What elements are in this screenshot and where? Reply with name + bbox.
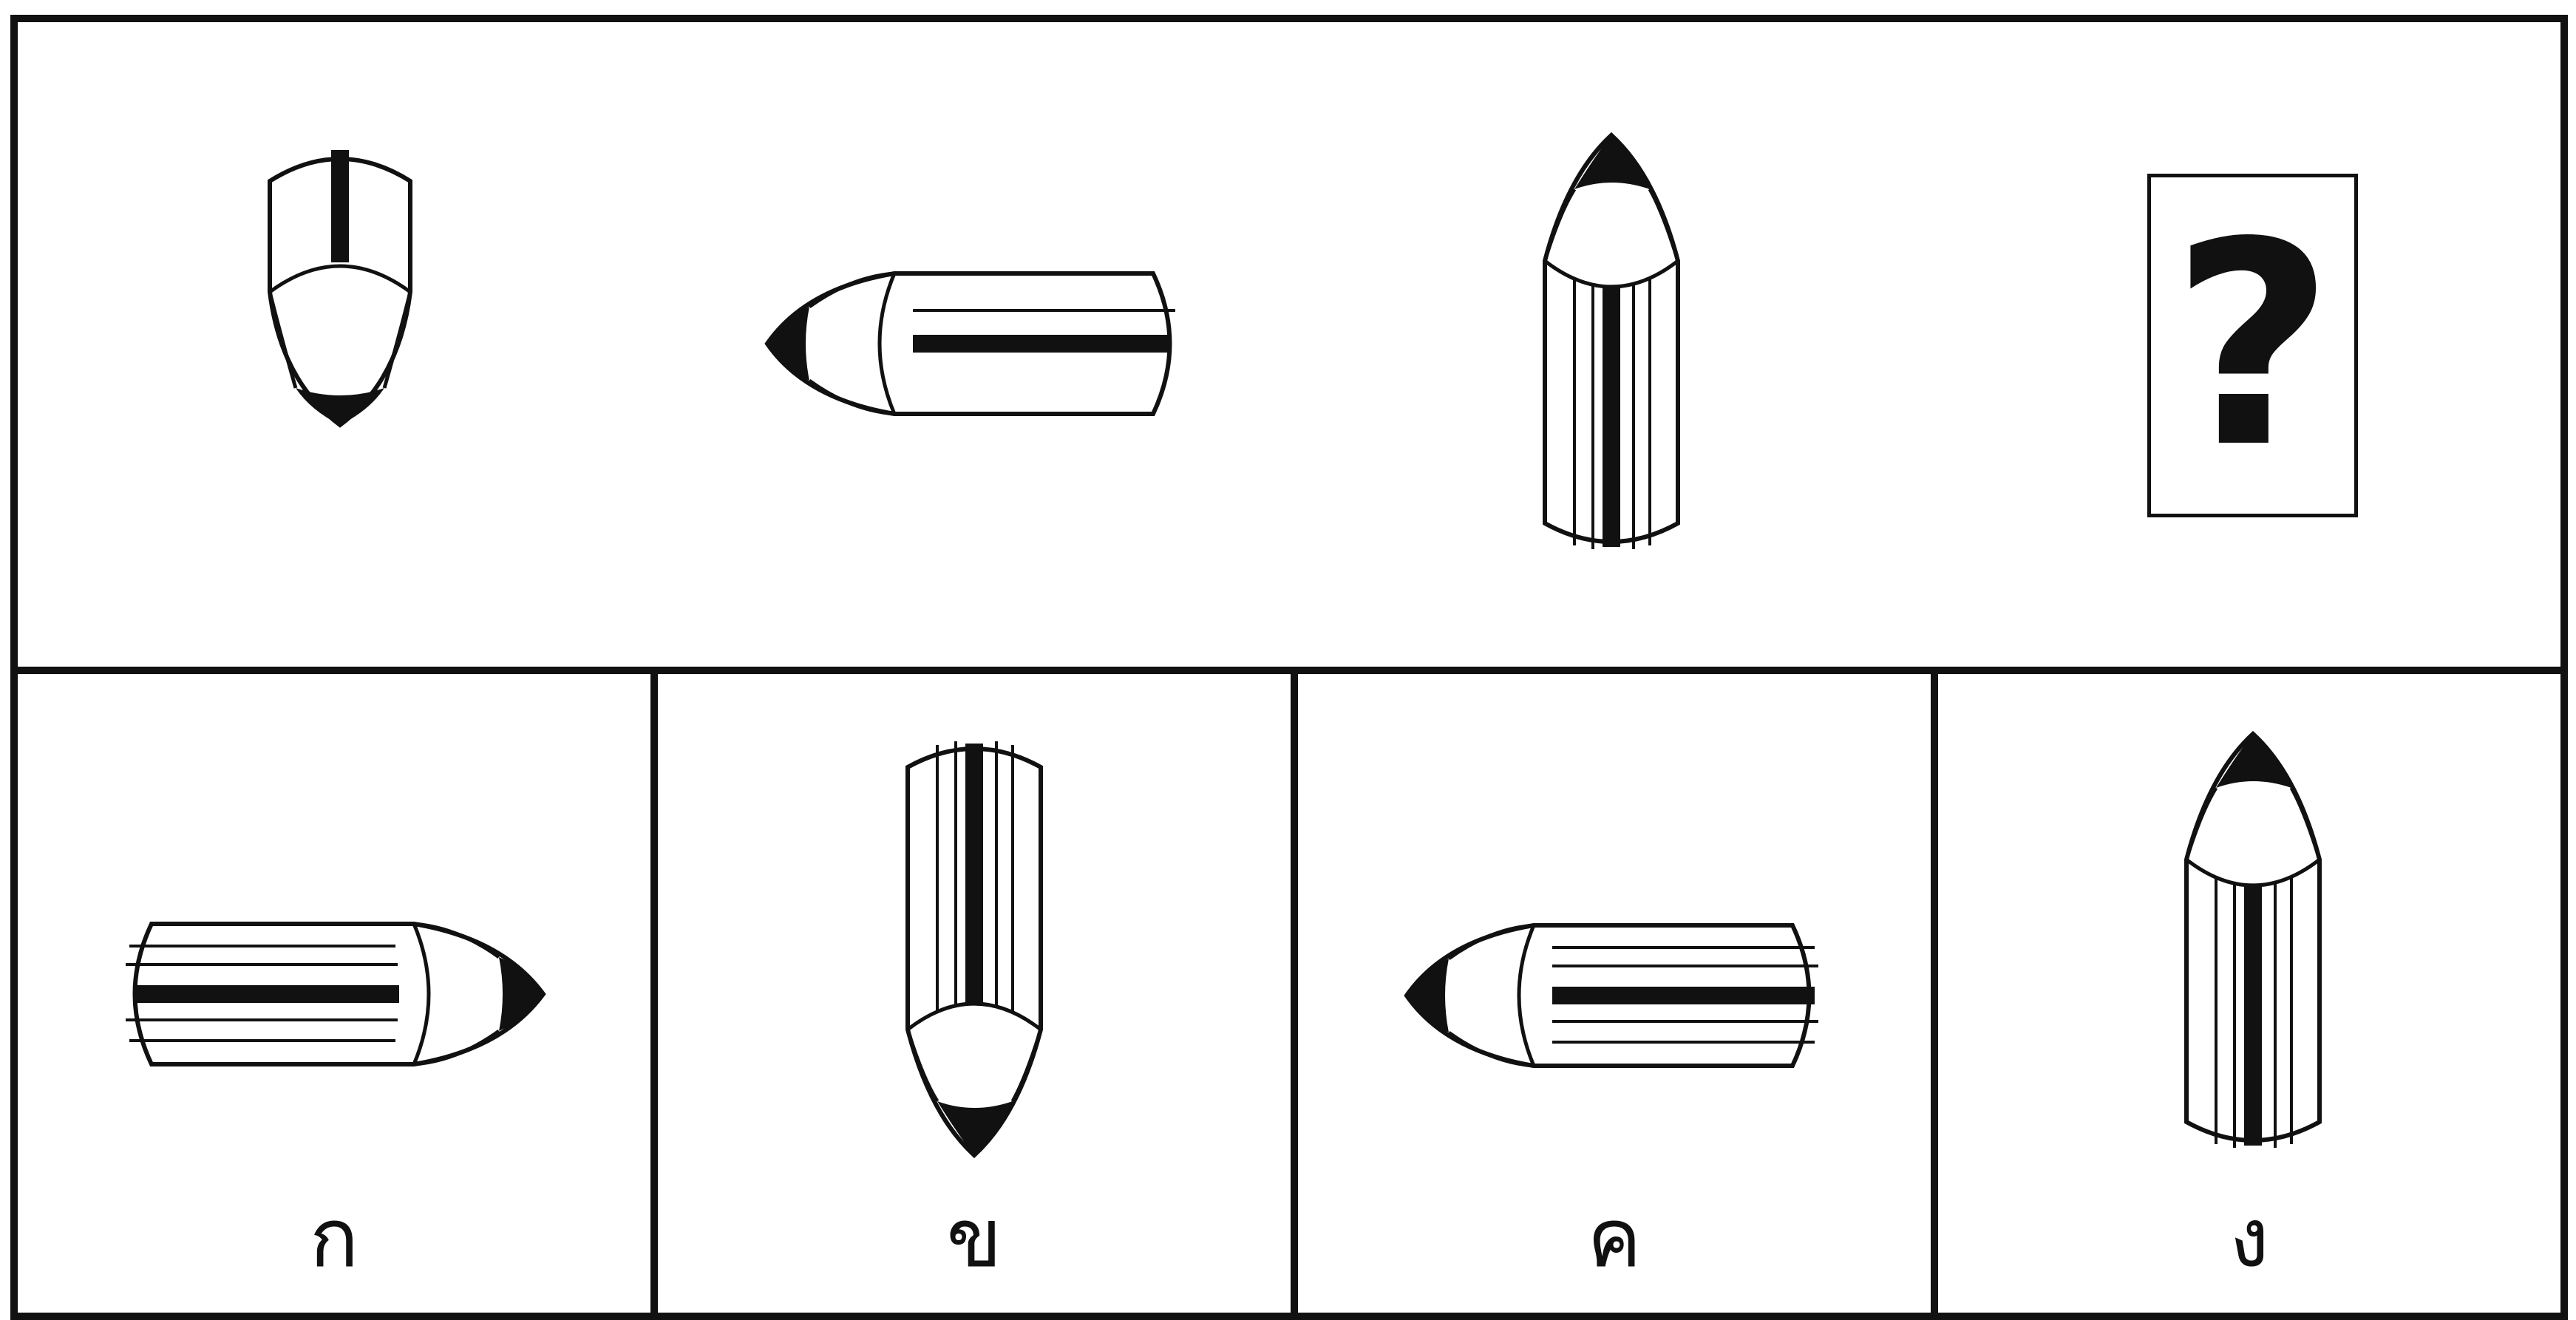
question-box: ? <box>2147 174 2358 517</box>
pencil-figure-3 <box>1537 132 1685 560</box>
choice-4-pencil <box>2179 730 2327 1159</box>
choice-1-pencil <box>118 916 547 1072</box>
choice-2-pencil <box>900 730 1048 1159</box>
pencil-figure-1 <box>251 129 429 573</box>
choice-label-2: ข <box>900 1197 1048 1279</box>
choice-label-3: ค <box>1540 1197 1688 1279</box>
choice-label-4: ง <box>2175 1197 2323 1279</box>
choice-3-pencil <box>1401 918 1829 1073</box>
question-mark: ? <box>2171 205 2334 486</box>
pencil-figure-2 <box>761 266 1190 421</box>
choice-label-1: ก <box>260 1197 408 1279</box>
